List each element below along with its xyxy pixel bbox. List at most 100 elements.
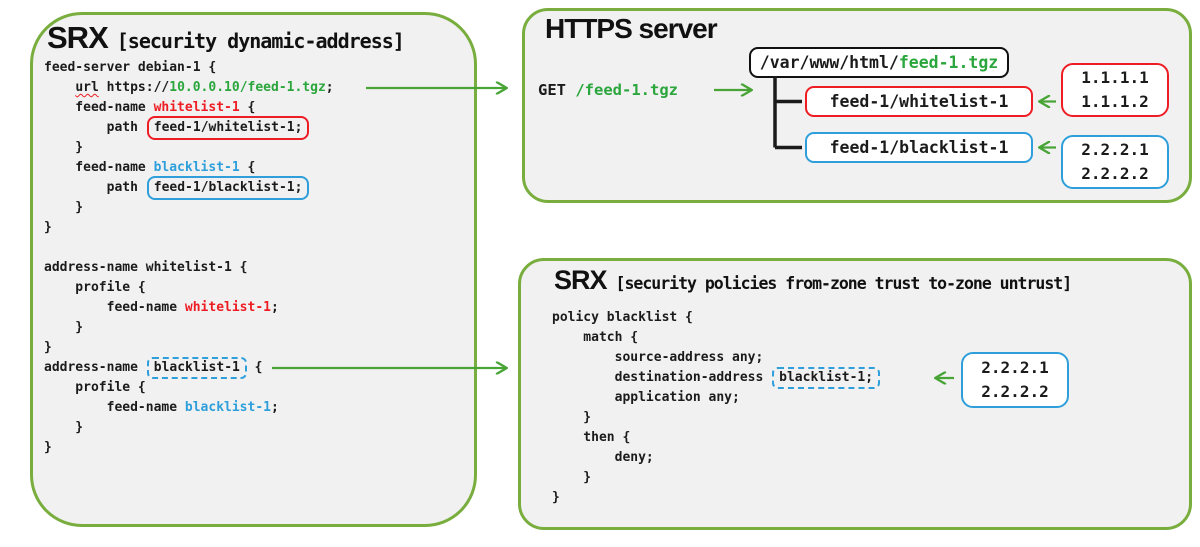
code-line: } xyxy=(552,468,880,488)
code-segment: address-name xyxy=(44,360,146,375)
https-server-title: HTTPS server xyxy=(545,13,718,44)
ip-entry: 1.1.1.1 xyxy=(1081,68,1149,87)
code-line: } xyxy=(44,198,334,218)
code-line: feed-server debian-1 { xyxy=(44,58,334,78)
panel-https-server: HTTPS server GET /feed-1.tgz /var/www/ht… xyxy=(522,8,1192,203)
code-segment: blacklist-1 xyxy=(153,160,240,175)
ip-entry: 2.2.2.2 xyxy=(1081,164,1149,183)
dynamic-address-config-code: feed-server debian-1 { url https://10.0.… xyxy=(44,58,334,458)
http-get-request: GET /feed-1.tgz xyxy=(538,80,678,100)
code-segment: } xyxy=(552,490,560,505)
code-segment: match { xyxy=(552,330,639,345)
code-segment: feed-name xyxy=(44,400,185,415)
code-line: application any; xyxy=(552,388,880,408)
code-line: profile { xyxy=(44,278,334,298)
get-method: GET xyxy=(538,81,576,99)
policy-config-code: policy blacklist { match { source-addres… xyxy=(552,308,881,508)
code-line: feed-name whitelist-1; xyxy=(44,298,334,318)
code-segment: } xyxy=(44,200,84,215)
code-segment: ; xyxy=(270,300,279,315)
code-line: source-address any; xyxy=(552,348,880,368)
code-segment: feed-name xyxy=(44,160,154,175)
code-line: destination-address blacklist-1; xyxy=(552,367,881,389)
ip-entry: 2.2.2.1 xyxy=(1081,140,1149,159)
code-line: address-name blacklist-1 { xyxy=(44,357,334,379)
code-line: address-name whitelist-1 { xyxy=(44,258,334,278)
code-line: } xyxy=(44,338,334,358)
panel-srx-policies: SRX [security policies from-zone trust t… xyxy=(518,258,1192,530)
code-line: path feed-1/blacklist-1; xyxy=(44,176,334,200)
code-segment: deny; xyxy=(552,450,654,465)
code-segment: then { xyxy=(552,430,631,445)
srx-title-label: SRX xyxy=(47,20,109,55)
code-line: } xyxy=(44,138,334,158)
code-segment: destination-address xyxy=(552,370,772,385)
whitelist-ip-box: 1.1.1.1 1.1.1.2 xyxy=(1061,63,1169,117)
code-segment: ; xyxy=(270,400,279,415)
code-segment: feed-name xyxy=(44,100,154,115)
code-segment: path xyxy=(44,180,146,195)
code-segment: } xyxy=(44,420,84,435)
code-segment: whitelist-1 xyxy=(184,300,271,315)
code-segment: source-address any; xyxy=(552,350,764,365)
code-segment: { xyxy=(239,100,256,115)
webroot-file: feed-1.tgz xyxy=(898,53,999,72)
code-segment: path xyxy=(44,120,146,135)
srx-title-bracket: [security policies from-zone trust to-zo… xyxy=(615,274,1073,293)
code-segment: { xyxy=(239,160,256,175)
code-segment: policy blacklist { xyxy=(552,310,693,325)
code-line: } xyxy=(44,438,334,458)
code-line: } xyxy=(552,408,880,428)
code-line: } xyxy=(552,488,880,508)
panel-srx-dynamic-address: SRX [security dynamic-address] feed-serv… xyxy=(30,12,477,527)
code-segment: ; xyxy=(325,80,334,95)
code-line: policy blacklist { xyxy=(552,308,880,328)
code-segment: } xyxy=(44,440,52,455)
code-segment: } xyxy=(552,470,592,485)
blacklist-ip-box: 2.2.2.1 2.2.2.2 xyxy=(1061,135,1169,189)
code-segment: } xyxy=(44,320,84,335)
code-line: match { xyxy=(552,328,880,348)
code-segment: blacklist-1 xyxy=(146,357,247,379)
whitelist-feed-file-box: feed-1/whitelist-1 xyxy=(805,86,1033,117)
code-line: deny; xyxy=(552,448,880,468)
code-segment: feed-name xyxy=(44,300,185,315)
code-segment: blacklist-1; xyxy=(772,367,881,389)
code-line: then { xyxy=(552,428,880,448)
code-segment: application any; xyxy=(552,390,740,405)
code-segment: feed-1/blacklist-1; xyxy=(146,176,310,200)
code-segment: feed-server debian-1 { xyxy=(44,60,217,75)
code-segment: url xyxy=(75,80,99,95)
ip-entry: 1.1.1.2 xyxy=(1081,92,1149,111)
code-line: } xyxy=(44,418,334,438)
code-segment: } xyxy=(552,410,592,425)
code-segment: profile { xyxy=(44,280,146,295)
code-line: } xyxy=(44,318,334,338)
webroot-dir: /var/www/html/ xyxy=(759,53,899,72)
policy-blacklist-ip-box: 2.2.2.1 2.2.2.2 xyxy=(961,352,1069,408)
panel-title: SRX [security dynamic-address] xyxy=(47,20,405,56)
code-segment: address-name whitelist-1 { xyxy=(44,260,248,275)
code-segment xyxy=(44,80,75,95)
blacklist-feed-file-box: feed-1/blacklist-1 xyxy=(805,132,1033,163)
panel-title: HTTPS server xyxy=(545,13,718,45)
code-segment: profile { xyxy=(44,380,146,395)
code-segment: blacklist-1 xyxy=(184,400,271,415)
code-segment: whitelist-1 xyxy=(153,100,240,115)
ip-entry: 2.2.2.2 xyxy=(981,382,1049,401)
panel-title: SRX [security policies from-zone trust t… xyxy=(554,265,1073,296)
code-line: feed-name blacklist-1; xyxy=(44,398,334,418)
code-line: profile { xyxy=(44,378,334,398)
code-segment: } xyxy=(44,220,52,235)
get-path: /feed-1.tgz xyxy=(575,81,678,99)
code-line: } xyxy=(44,218,334,238)
code-line xyxy=(44,238,334,258)
code-line: path feed-1/whitelist-1; xyxy=(44,116,334,140)
srx-title-bracket: [security dynamic-address] xyxy=(116,29,405,53)
code-segment: https:// xyxy=(98,80,170,95)
code-segment: feed-1/whitelist-1; xyxy=(146,116,310,140)
code-segment: 10.0.0.10/feed-1.tgz xyxy=(169,80,326,95)
code-segment: } xyxy=(44,140,84,155)
ip-entry: 2.2.2.1 xyxy=(981,358,1049,377)
